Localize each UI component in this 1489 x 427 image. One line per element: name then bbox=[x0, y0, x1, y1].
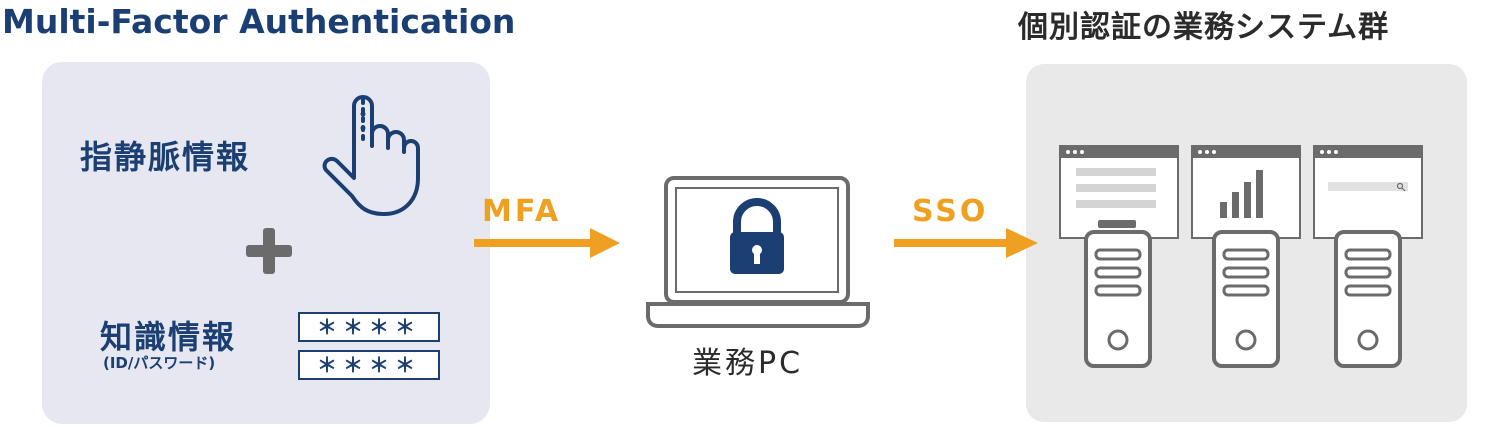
mfa-arrow-label: MFA bbox=[482, 194, 562, 229]
laptop-icon bbox=[646, 176, 870, 328]
system-3 bbox=[1313, 145, 1423, 368]
plus-icon bbox=[246, 228, 292, 274]
mfa-title: Multi-Factor Authentication bbox=[2, 2, 516, 41]
lock-icon bbox=[730, 198, 784, 274]
mfa-arrow bbox=[474, 228, 620, 258]
vein-info-label: 指静脈情報 bbox=[80, 138, 251, 176]
knowledge-info-label: 知識情報 bbox=[100, 318, 237, 356]
sso-arrow bbox=[894, 228, 1038, 258]
sso-arrow-label: SSO bbox=[912, 194, 989, 229]
finger-touch-icon bbox=[322, 95, 420, 216]
search-icon bbox=[1396, 182, 1406, 192]
password-field-1: ＊＊＊＊ bbox=[298, 312, 440, 342]
bar-chart-icon bbox=[1220, 170, 1263, 218]
id-password-caption: (ID/パスワード) bbox=[103, 354, 216, 372]
password-field-2: ＊＊＊＊ bbox=[298, 350, 440, 380]
browser-window-icon bbox=[1313, 145, 1423, 239]
systems-title: 個別認証の業務システム群 bbox=[1018, 10, 1390, 45]
server-icon bbox=[1084, 230, 1152, 368]
server-icon bbox=[1212, 230, 1280, 368]
browser-window-icon bbox=[1191, 145, 1301, 239]
browser-window-icon bbox=[1059, 145, 1179, 239]
business-pc-label: 業務PC bbox=[692, 346, 804, 381]
server-icon bbox=[1334, 230, 1402, 368]
system-1 bbox=[1059, 145, 1179, 368]
system-2 bbox=[1191, 145, 1301, 368]
